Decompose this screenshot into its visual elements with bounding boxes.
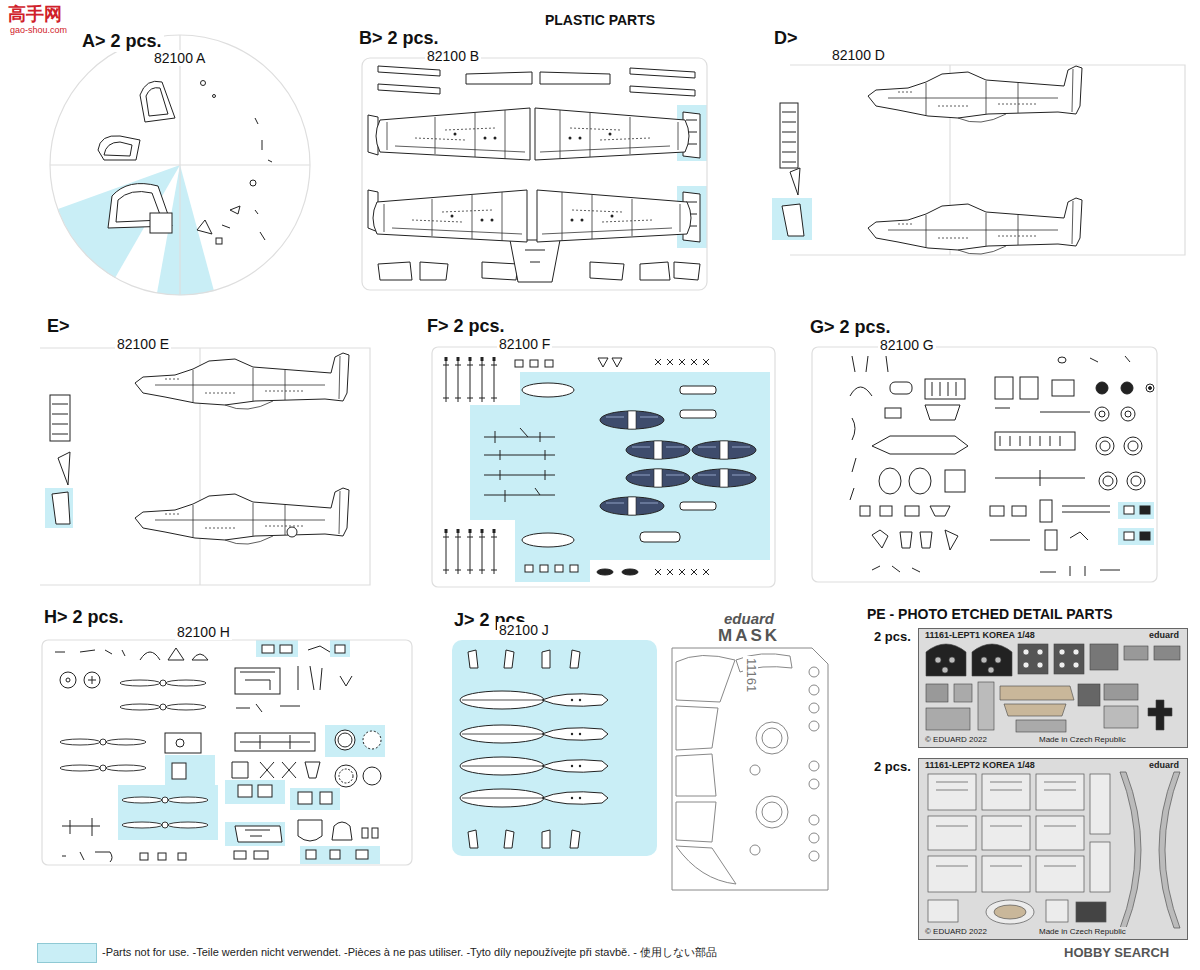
sprue-code: 82100 J — [497, 622, 551, 638]
sprue-code: 82100 G — [878, 337, 936, 353]
brand-name: eduard — [1147, 760, 1181, 770]
sprue-code: 82100 A — [152, 50, 207, 66]
watermark-text: HOBBY SEARCH — [1062, 946, 1171, 961]
sprue-heading: D> — [772, 28, 800, 49]
brand-name: eduard — [722, 610, 776, 627]
watermark-url: gao-shou.com — [8, 25, 69, 35]
sprue-heading: F> 2 pcs. — [425, 316, 507, 337]
sprue-code: 82100 F — [497, 336, 552, 352]
sprue-heading: H> 2 pcs. — [42, 607, 126, 628]
mask-sheet: eduardMASK 11161 — [668, 610, 830, 892]
sprue-heading: E> — [45, 316, 72, 337]
watermark-logo: 高手网 — [6, 4, 64, 25]
fret-code: 11161-LEPT1 KOREA 1/48 — [923, 630, 1037, 640]
legend-swatch — [37, 943, 97, 963]
sprue-heading: A> 2 pcs. — [80, 31, 164, 52]
sprue-code: 82100 E — [115, 336, 171, 352]
sheet-title: MASK — [716, 626, 782, 646]
sprue-code: 82100 B — [425, 48, 481, 64]
sprue-heading: B> 2 pcs. — [357, 28, 441, 49]
quantity-label: 2 pcs. — [872, 630, 913, 645]
origin-note: Made in Czech Republic — [1037, 927, 1128, 936]
legend-text: -Parts not for use. -Teile werden nicht … — [100, 946, 719, 959]
quantity-label: 2 pcs. — [872, 760, 913, 775]
pe-fret: 11161-LEPT2 KOREA 1/48 eduard © EDUARD 202… — [918, 758, 1188, 940]
copyright: © EDUARD 2022 — [923, 735, 989, 744]
page-title: PLASTIC PARTS — [543, 12, 657, 28]
sprue-code: 82100 H — [175, 624, 232, 640]
kit-number: 11161 — [743, 656, 758, 694]
brand-name: eduard — [1147, 630, 1181, 640]
origin-note: Made in Czech Republic — [1037, 735, 1128, 744]
section-heading: PE - PHOTO ETCHED DETAIL PARTS — [865, 606, 1115, 622]
sprue-code: 82100 D — [830, 47, 887, 63]
sprue-heading: G> 2 pcs. — [808, 317, 893, 338]
fret-code: 11161-LEPT2 KOREA 1/48 — [923, 760, 1037, 770]
copyright: © EDUARD 2022 — [923, 927, 989, 936]
pe-fret: 11161-LEPT1 KOREA 1/48 eduard © EDUARD 202… — [918, 628, 1188, 748]
